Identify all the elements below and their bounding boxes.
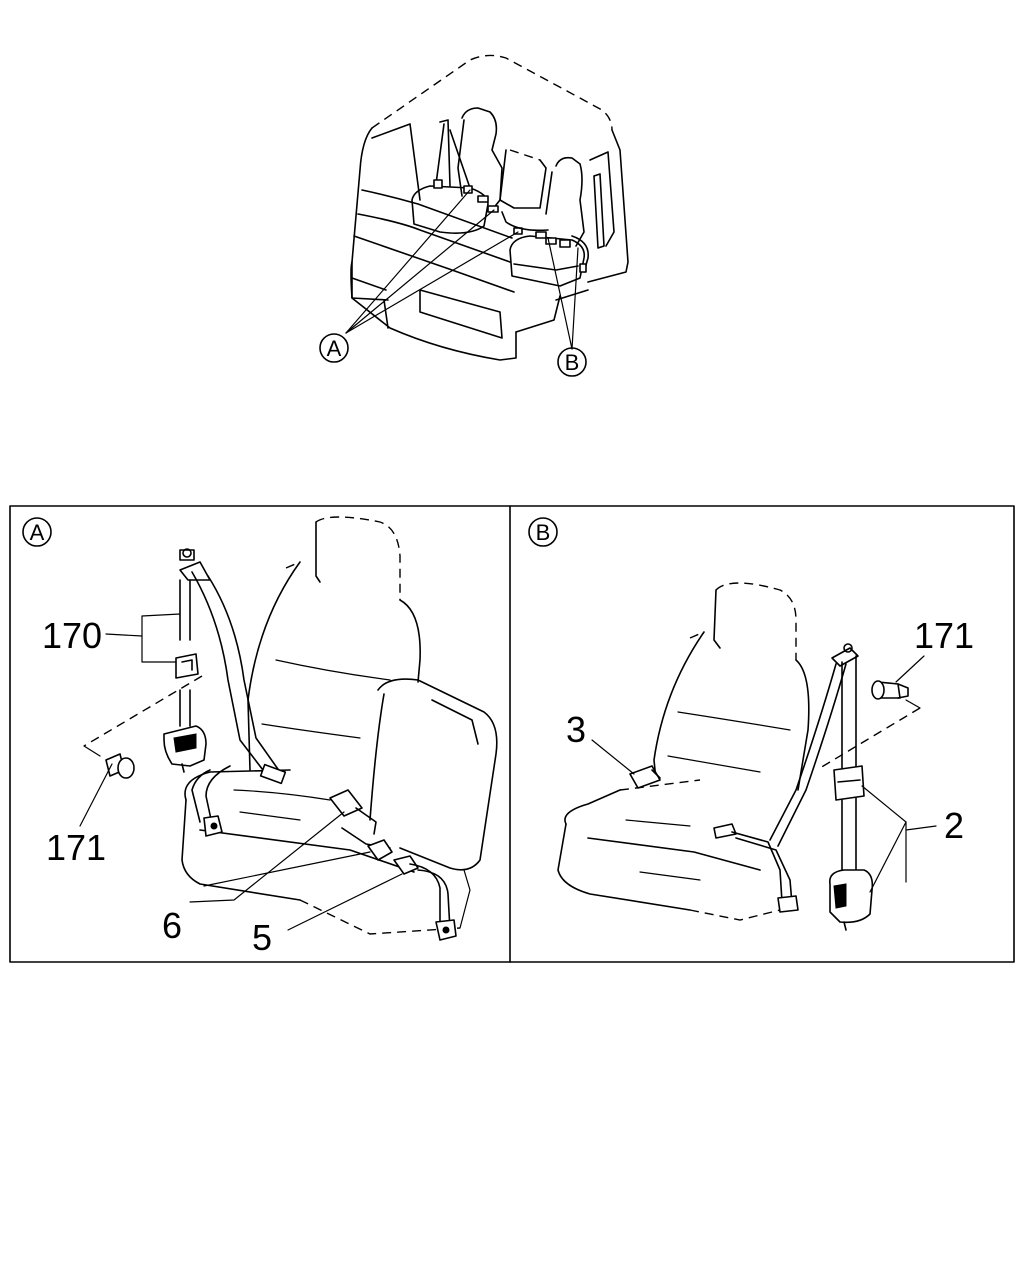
part-label-171-b[interactable]: 171 — [914, 615, 974, 656]
part-label-170[interactable]: 170 — [42, 615, 102, 656]
panel-b: B — [528, 517, 974, 931]
part-label-6[interactable]: 6 — [162, 905, 182, 946]
part-label-5[interactable]: 5 — [252, 917, 272, 958]
panel-a-callout-label: A — [30, 520, 45, 545]
overview-callout-a[interactable]: A — [319, 333, 349, 363]
b-bolt-171 — [871, 680, 909, 700]
detail-frame — [9, 505, 1015, 963]
part-label-171-a[interactable]: 171 — [46, 827, 106, 868]
overview-callout-b[interactable]: B — [557, 347, 587, 377]
overview-callout-a-label: A — [327, 336, 342, 361]
a-bolt-171 — [105, 753, 135, 779]
panel-a-callout[interactable]: A — [22, 517, 52, 547]
part-label-3[interactable]: 3 — [566, 709, 586, 750]
overview-callout-b-label: B — [565, 350, 580, 375]
cab-overview: A B — [319, 54, 629, 377]
part-label-2[interactable]: 2 — [944, 805, 964, 846]
panel-a: A — [22, 516, 498, 958]
panel-b-callout[interactable]: B — [528, 517, 558, 547]
panel-b-callout-label: B — [536, 520, 551, 545]
